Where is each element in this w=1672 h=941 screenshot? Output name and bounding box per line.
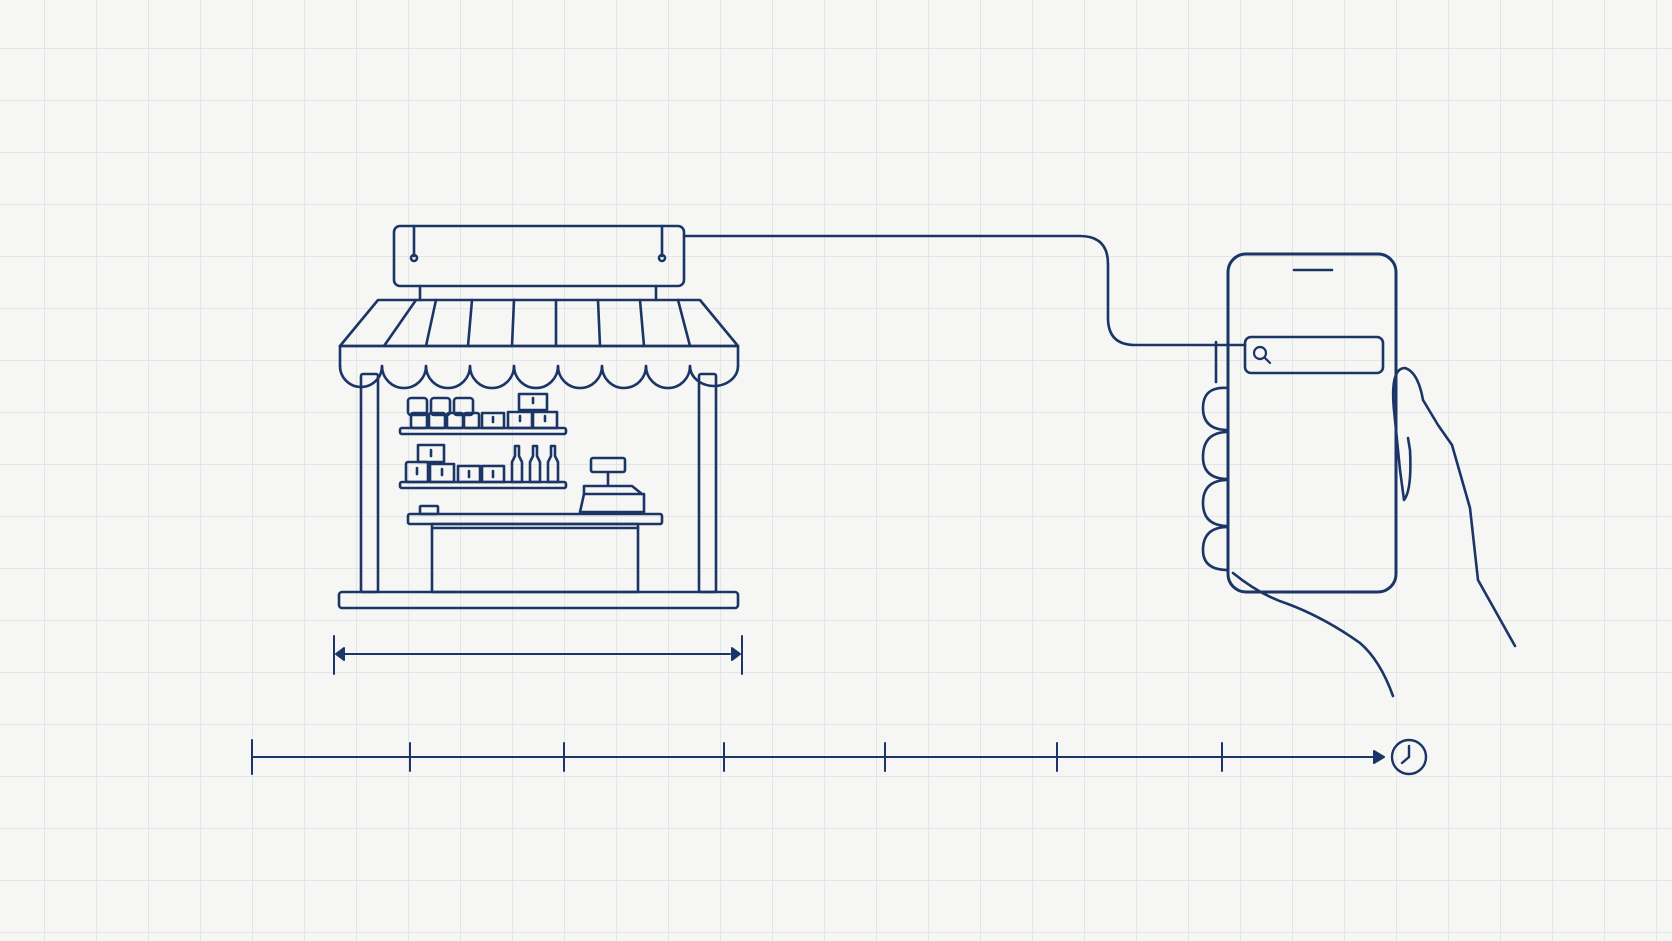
search-icon [1252, 345, 1272, 365]
smartphone-icon [1226, 252, 1398, 594]
clock-icon [1390, 738, 1428, 776]
awning [338, 298, 740, 390]
lower-shelf [398, 443, 568, 490]
search-bar[interactable] [1243, 335, 1385, 375]
cash-register-icon [578, 456, 646, 514]
storefront-icon [337, 224, 740, 610]
timeline [251, 738, 1428, 776]
store-width-dimension [333, 635, 743, 675]
upper-shelf [398, 392, 568, 436]
blank-hanging-sign-icon [392, 224, 686, 302]
connector-line [682, 234, 1247, 347]
counter [406, 504, 664, 594]
hand-icon [1201, 340, 1517, 698]
